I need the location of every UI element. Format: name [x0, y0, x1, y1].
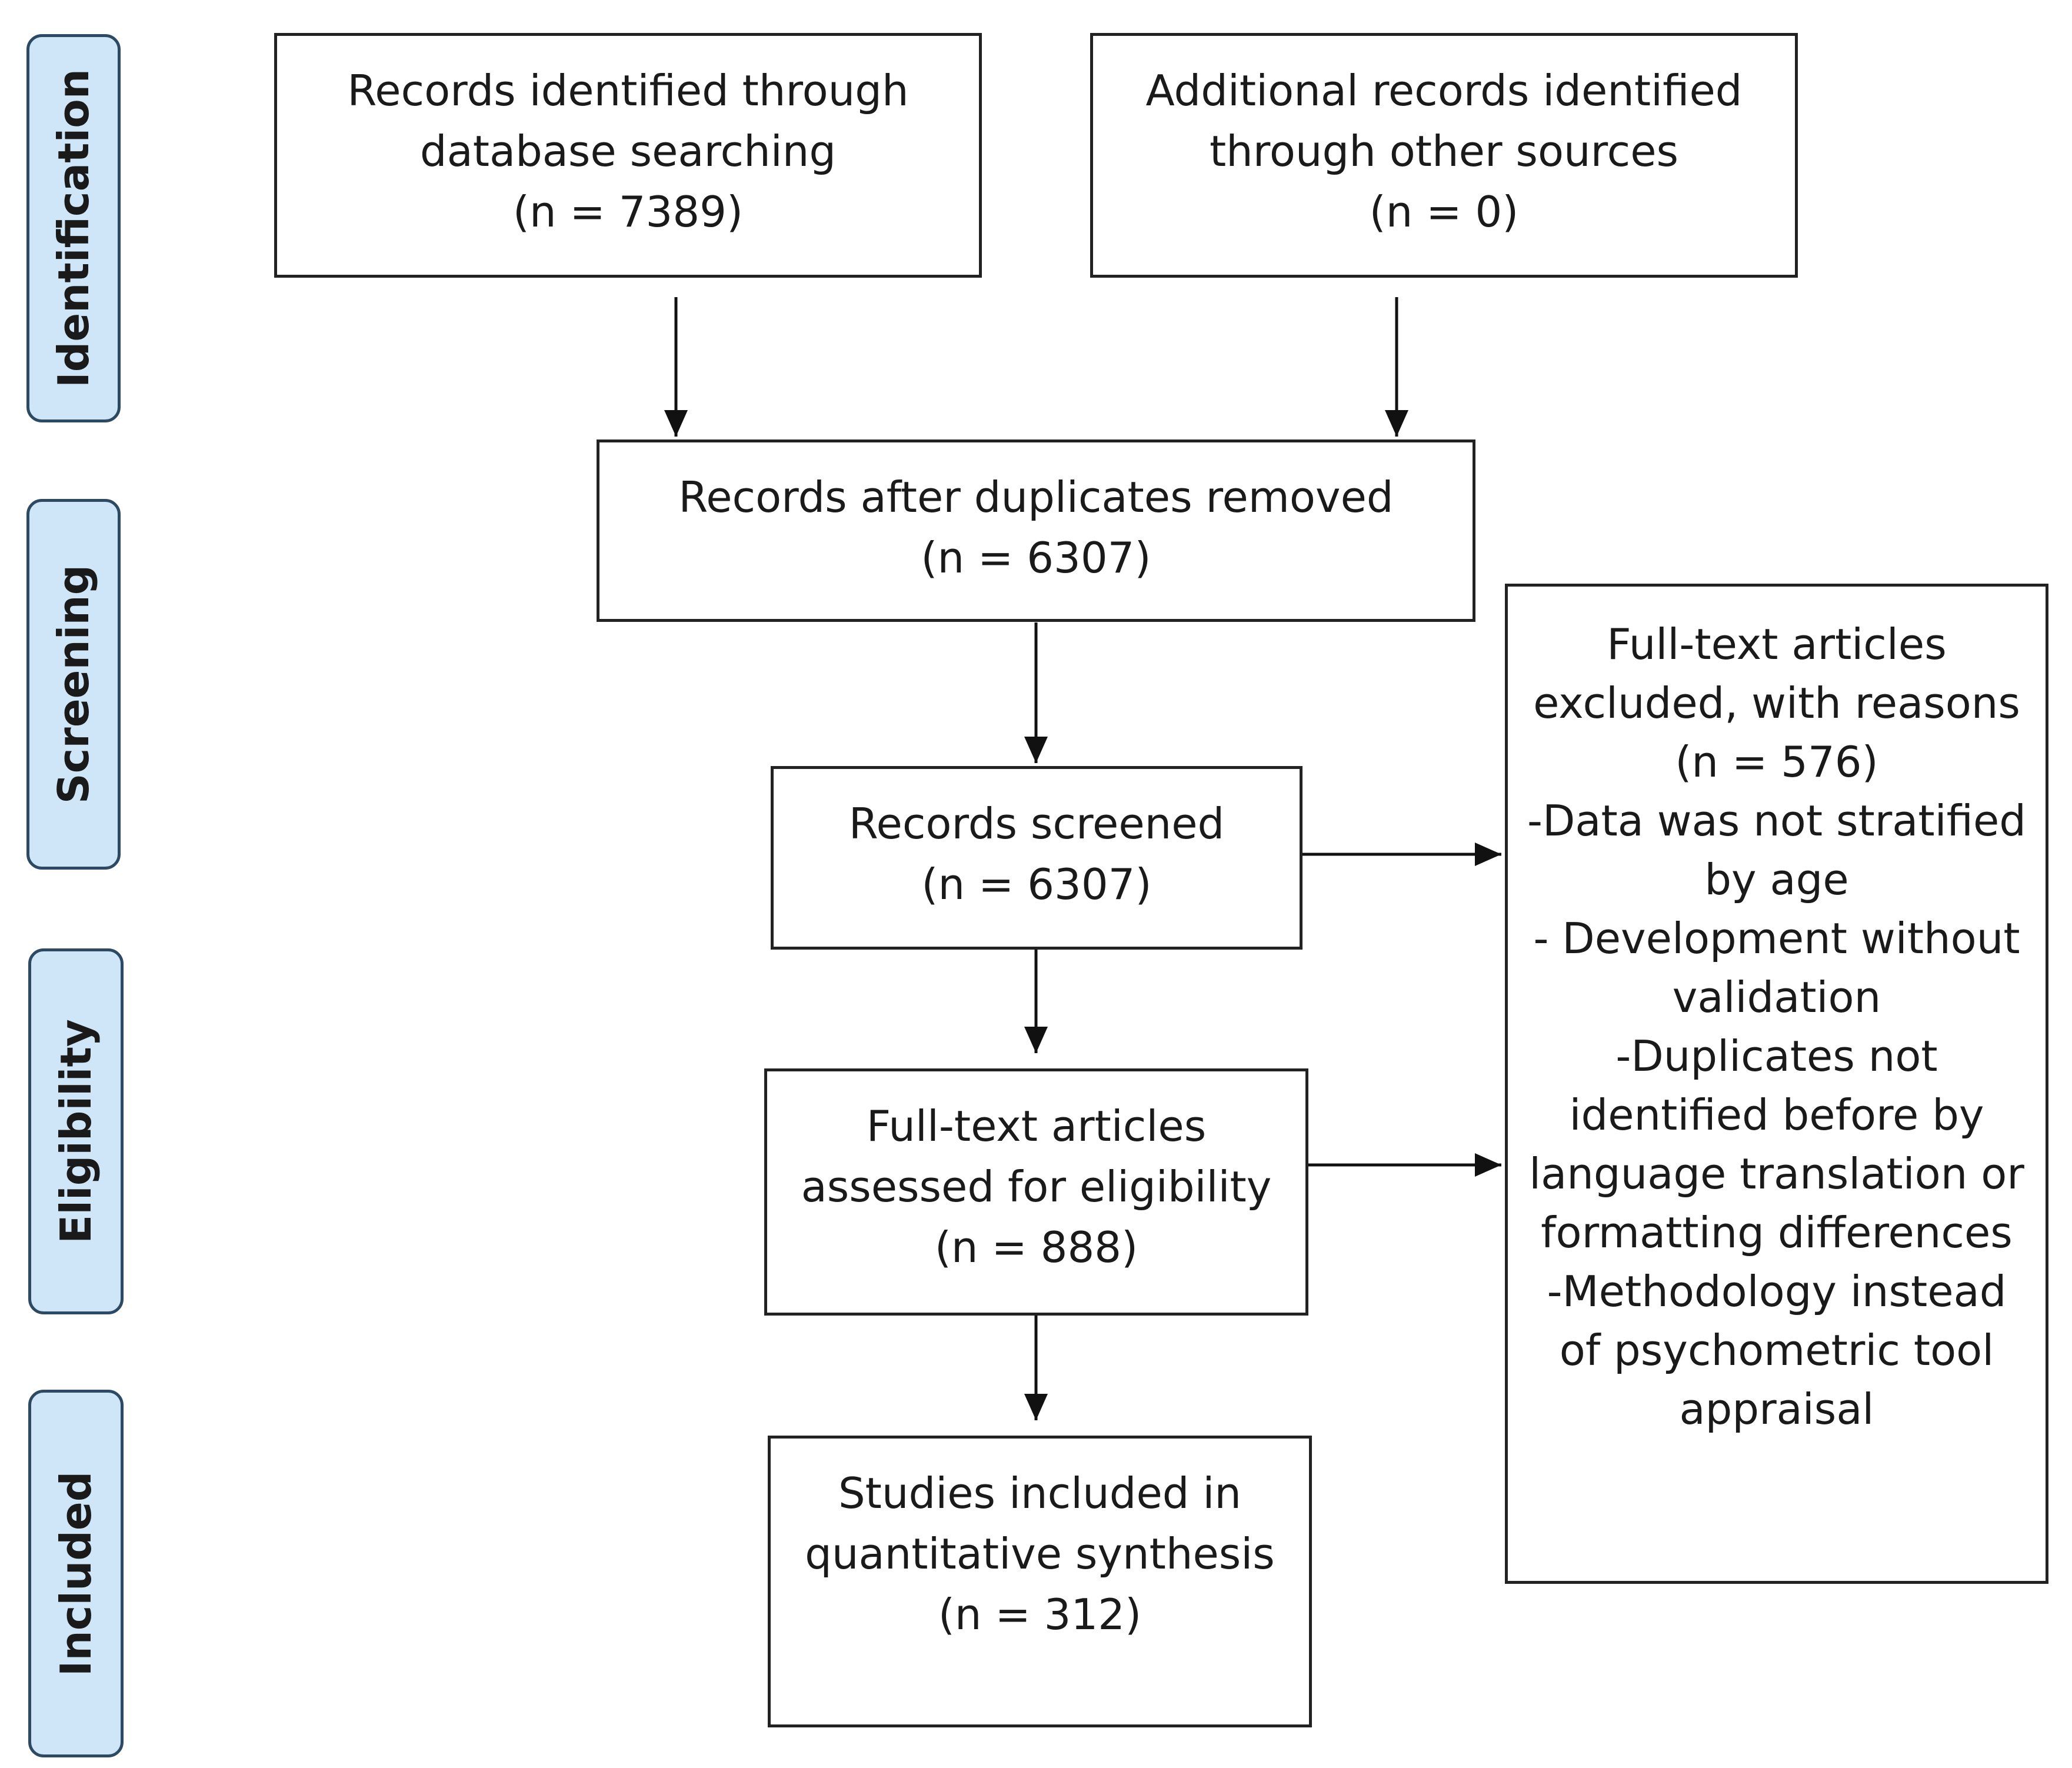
box-text-line: Records screened	[848, 799, 1225, 848]
box-text-line: Studies included in	[838, 1469, 1242, 1518]
box-text-line: database searching	[419, 126, 837, 176]
box-included-studies: Studies included in quantitative synthes…	[768, 1436, 1312, 1727]
box-text-line: (n = 312)	[938, 1590, 1142, 1639]
box-text-line: assessed for eligibility	[801, 1162, 1272, 1211]
box-text-line: excluded, with reasons	[1533, 678, 2020, 728]
box-text-line: -Data was not stratified	[1527, 796, 2027, 845]
box-records-screened: Records screened (n = 6307)	[771, 766, 1303, 950]
box-text-line: identified before by	[1569, 1090, 1984, 1140]
phase-eligibility: Eligibility	[28, 948, 124, 1314]
box-text-line: - Development without	[1533, 914, 2020, 963]
box-full-text-assessed: Full-text articles assessed for eligibil…	[764, 1068, 1308, 1316]
box-text-line: (n = 0)	[1369, 187, 1519, 237]
box-text-line: -Duplicates not	[1615, 1031, 1938, 1081]
box-text-line: Full-text articles	[1607, 620, 1947, 669]
box-text-line: appraisal	[1679, 1384, 1874, 1434]
box-text-line: Full-text articles	[866, 1101, 1207, 1151]
box-text-line: (n = 7389)	[512, 187, 744, 237]
box-database-records: Records identified through database sear…	[274, 33, 982, 278]
phase-included: Included	[28, 1390, 124, 1757]
box-other-sources: Additional records identified through ot…	[1090, 33, 1798, 278]
box-text-line: -Methodology instead	[1547, 1267, 2007, 1316]
box-text-line: (n = 6307)	[921, 860, 1152, 909]
phase-identification: Identification	[26, 34, 121, 422]
box-text-line: Records after duplicates removed	[678, 472, 1394, 522]
box-text-line: validation	[1672, 973, 1881, 1022]
box-text-line: formatting differences	[1541, 1208, 2013, 1257]
box-text-line: through other sources	[1209, 126, 1679, 176]
box-text-line: language translation or	[1529, 1149, 2024, 1198]
box-excluded-articles: Full-text articles excluded, with reason…	[1505, 584, 2048, 1584]
box-text-line: quantitative synthesis	[805, 1529, 1275, 1579]
box-text-line: of psychometric tool	[1559, 1326, 1994, 1375]
box-text-line: Additional records identified	[1145, 66, 1743, 115]
box-text-line: Records identified through	[347, 66, 909, 115]
box-text-line: (n = 6307)	[921, 533, 1151, 582]
box-text-line: (n = 576)	[1675, 737, 1878, 787]
phase-screening: Screening	[26, 499, 121, 870]
box-text-line: by age	[1704, 855, 1849, 904]
box-after-duplicates: Records after duplicates removed (n = 63…	[597, 439, 1475, 622]
box-text-line: (n = 888)	[934, 1223, 1138, 1272]
